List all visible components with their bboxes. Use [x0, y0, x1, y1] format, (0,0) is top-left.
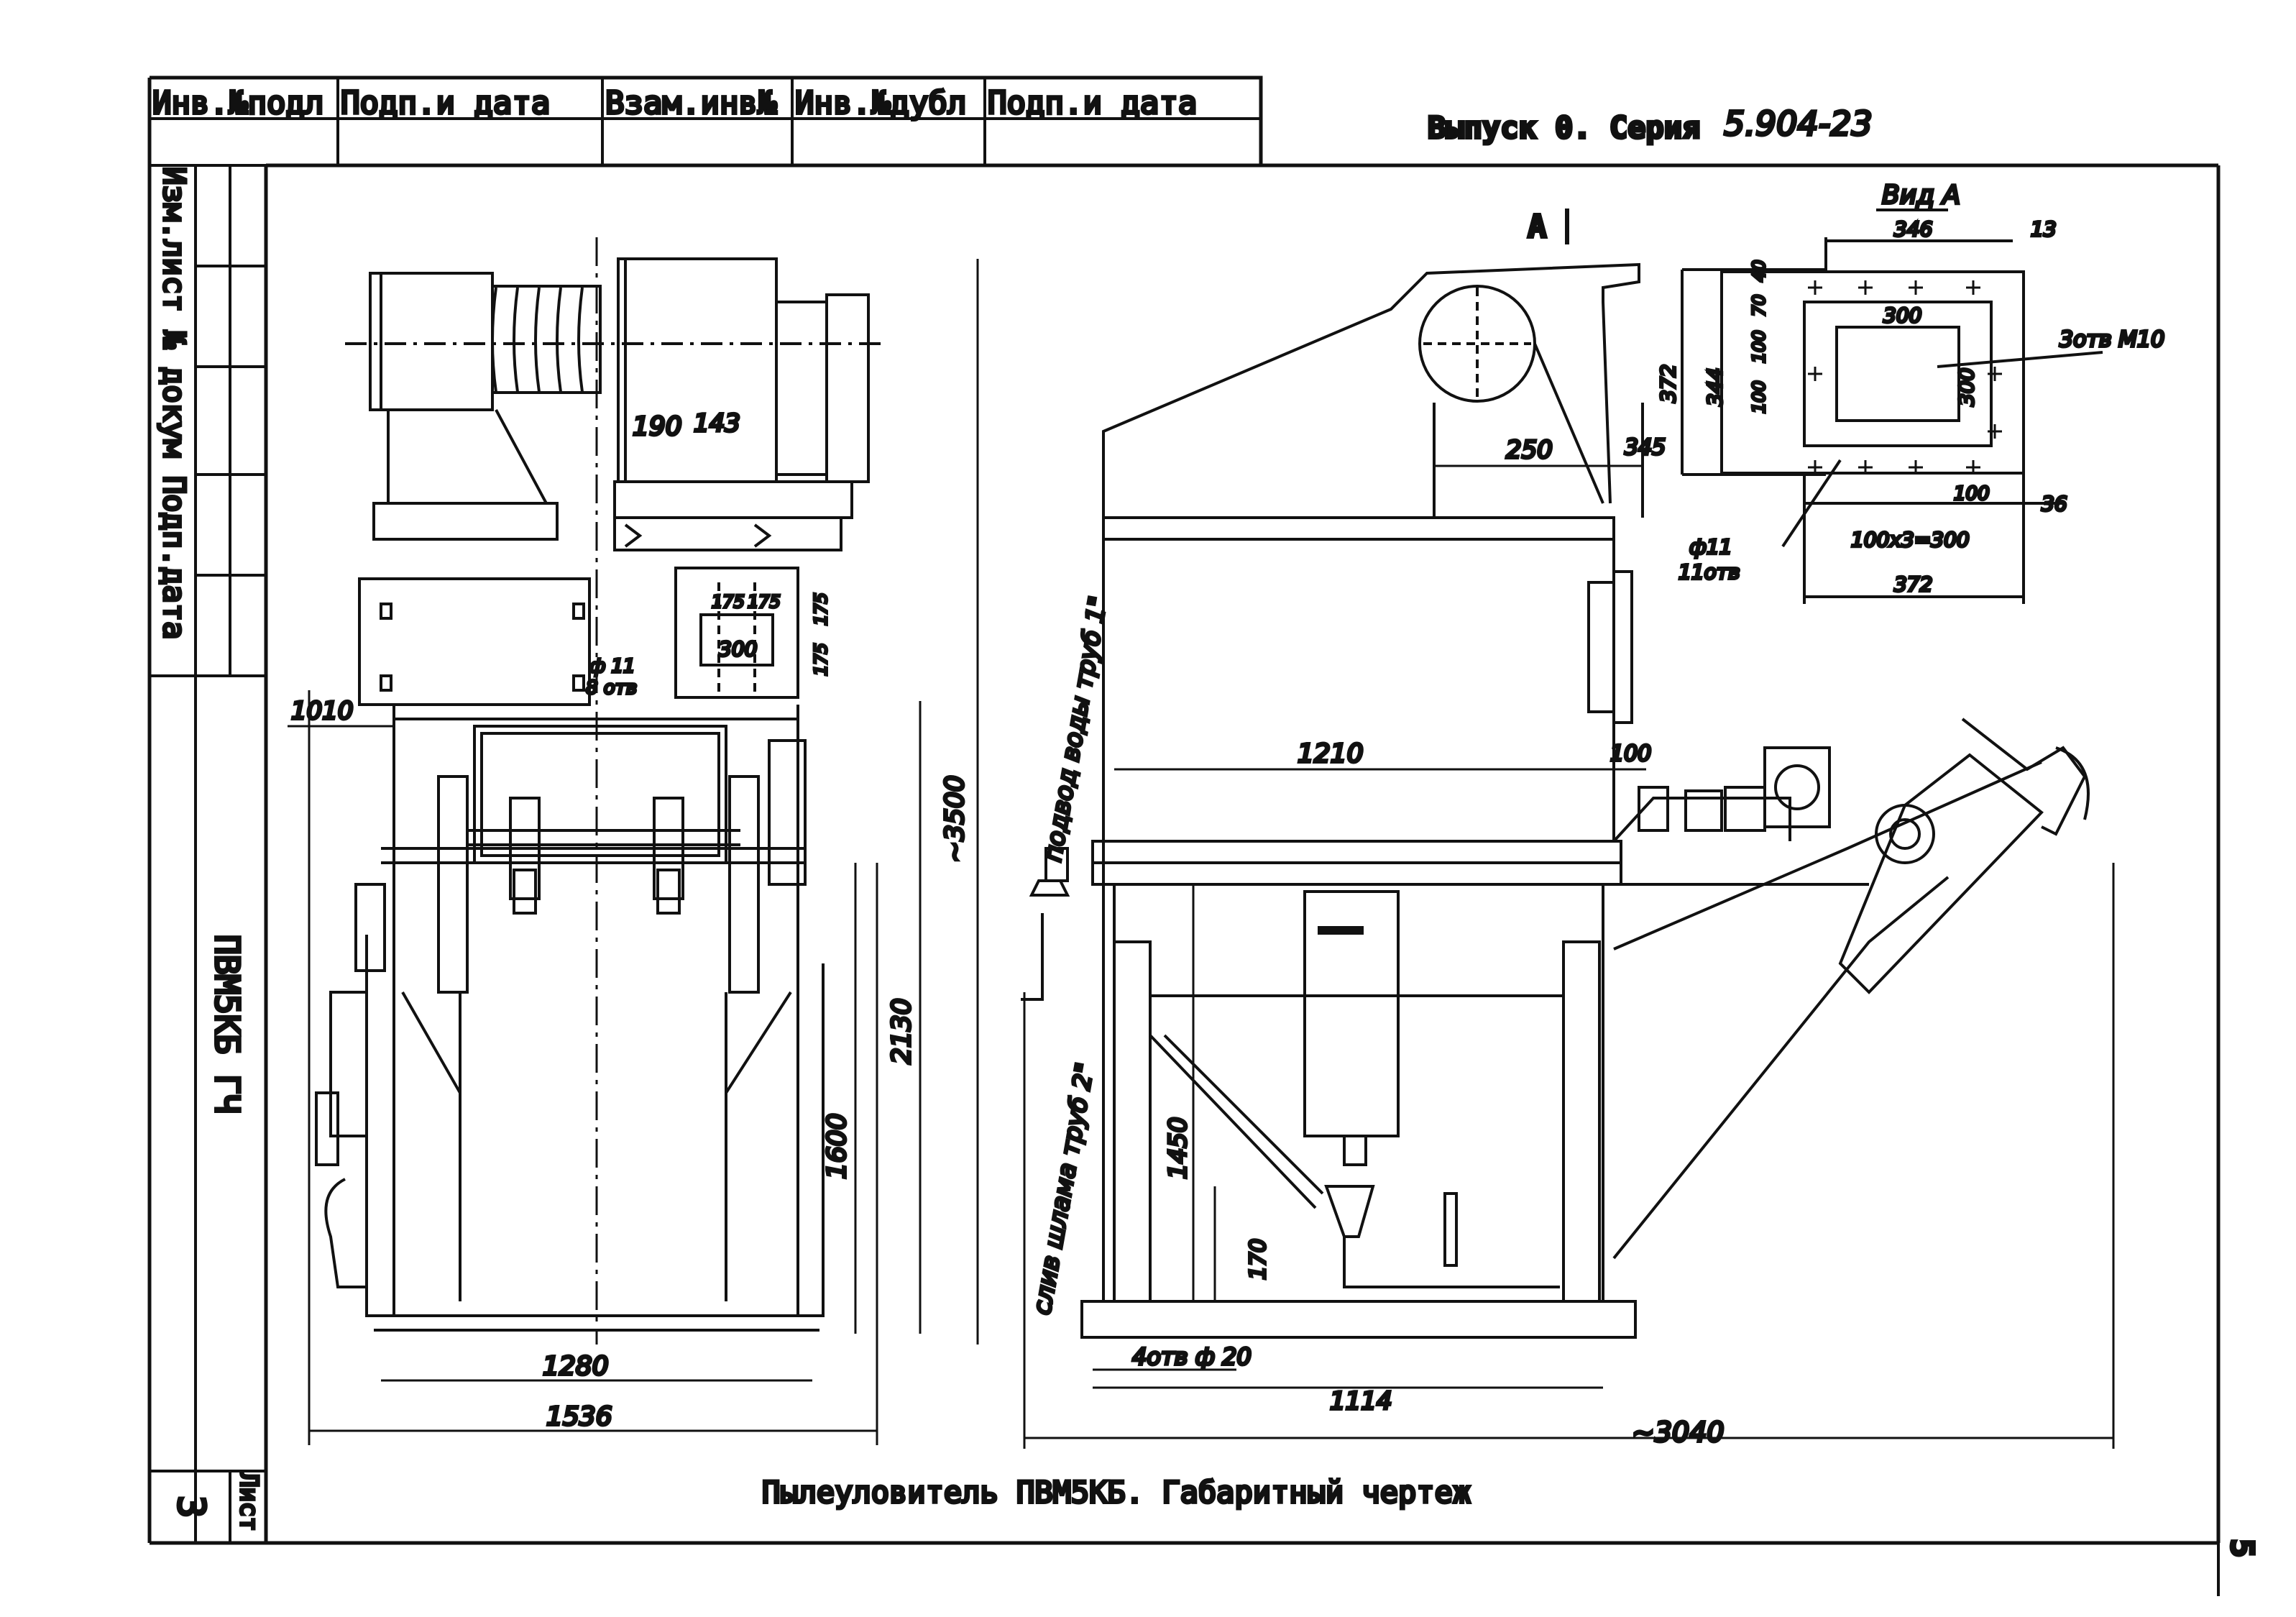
dim-1600: 1600	[822, 1113, 852, 1179]
dim-175-b: 175	[748, 592, 781, 612]
stamp-col-2: Подп.и дата	[341, 85, 550, 122]
stamp-col-4: Инв.№дубл	[795, 85, 966, 122]
stamp-col-3: Взам.инв№	[605, 85, 777, 122]
page-number: 5	[2223, 1539, 2260, 1558]
dim-170: 170	[1246, 1239, 1271, 1280]
dim-3500: ~3500	[940, 775, 970, 863]
drawing-caption: Пылеуловитель ПВМ5КБ. Габаритный чертеж	[762, 1475, 1471, 1510]
dim-175-a: 175	[712, 592, 745, 612]
stamp-col-1: Инв.№подл	[152, 85, 323, 122]
dim-40: 40	[1749, 260, 1769, 282]
stamp-sheet-label: Лист	[234, 1472, 263, 1531]
dim-344: 344	[1703, 368, 1727, 406]
note-f11: ф11	[1689, 535, 1732, 559]
dim-1280: 1280	[543, 1352, 609, 1381]
dim-3040: ~3040	[1632, 1416, 1725, 1448]
note-11otv: 11отв	[1679, 560, 1740, 584]
view-a-title: Вид А	[1882, 180, 1960, 210]
dim-100-c: 100	[1954, 483, 1990, 505]
front-view-dimensions	[288, 259, 979, 1445]
stamp-header-row	[150, 78, 1261, 167]
dim-70: 70	[1749, 294, 1769, 316]
dim-1010: 1010	[291, 697, 354, 725]
dim-372-v: 372	[1656, 365, 1680, 403]
dim-372-h: 372	[1894, 572, 1932, 596]
side-view	[1021, 262, 2090, 1339]
series-prefix: Выпуск 0. Серия	[1428, 110, 1700, 145]
dim-100x3: 100х3=300	[1851, 528, 1970, 551]
dim-1450: 1450	[1164, 1117, 1193, 1179]
dim-175-c: 175	[811, 592, 831, 626]
dim-1210: 1210	[1298, 739, 1364, 769]
stamp-sheet-number: 3	[169, 1495, 212, 1518]
dim-2130: 2130	[887, 998, 917, 1064]
dim-190: 190	[633, 412, 682, 441]
dim-346: 346	[1894, 217, 1932, 241]
front-view	[315, 237, 884, 1345]
dim-1536: 1536	[546, 1402, 612, 1432]
dim-1114: 1114	[1330, 1387, 1392, 1416]
dim-345: 345	[1625, 435, 1666, 460]
drawing-frame	[147, 75, 2221, 1596]
dim-4otv-f20: 4отв ф 20	[1132, 1343, 1252, 1370]
stamp-side-text: Изм.лист № докум Подп.дата	[157, 167, 192, 639]
dim-100-b: 100	[1749, 330, 1769, 363]
stamp-col-5: Подп.и дата	[988, 85, 1197, 122]
stamp-left-column	[150, 165, 266, 1543]
dim-8otv: 8 отв	[586, 677, 637, 699]
side-view-dimensions	[1023, 768, 2115, 1449]
dim-300-front: 300	[719, 637, 757, 661]
stamp-code: ПВМ5КБ ГЧ	[208, 935, 247, 1114]
note-sludge-drain: слив шлама труб 2"	[1027, 1061, 1100, 1316]
section-mark-a: A	[1528, 209, 1547, 245]
dim-300-h: 300	[1883, 303, 1921, 327]
dim-300-v: 300	[1955, 368, 1978, 406]
dim-f11-front: ф 11	[589, 656, 635, 677]
dim-13: 13	[2031, 217, 2057, 241]
dim-250: 250	[1506, 436, 1553, 464]
dim-36: 36	[2042, 492, 2067, 516]
dim-100-a: 100	[1749, 380, 1769, 413]
series-number: 5.904-23	[1724, 104, 1873, 143]
view-a-holes	[1808, 280, 2002, 475]
dim-100-side: 100	[1610, 741, 1651, 766]
note-3otv-m10: 3отв М10	[2059, 327, 2164, 352]
dim-143: 143	[694, 409, 740, 438]
dim-175-d: 175	[811, 643, 831, 676]
